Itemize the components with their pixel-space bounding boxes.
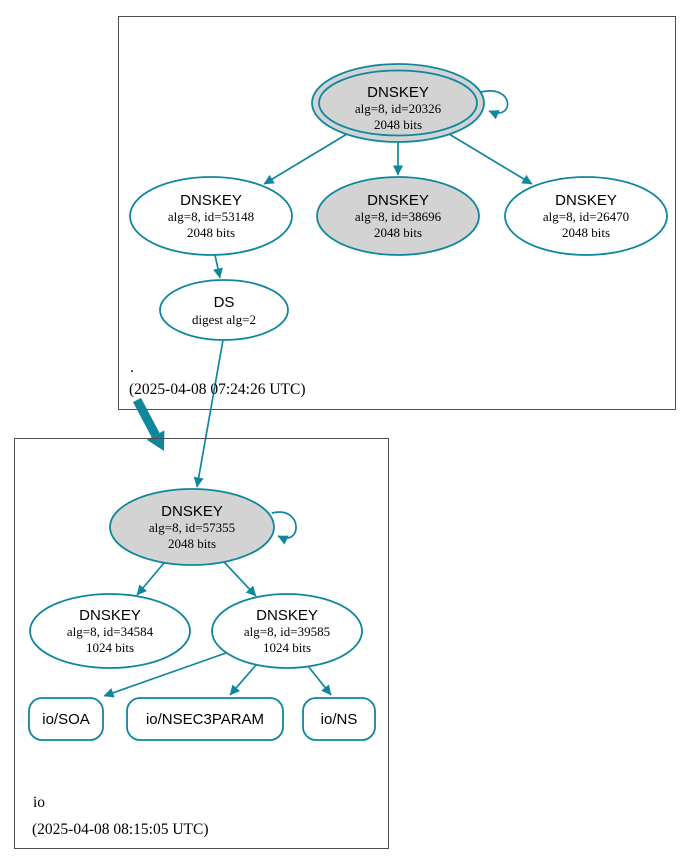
root-dnskey-53148-node[interactable]: DNSKEY alg=8, id=53148 2048 bits (129, 176, 293, 256)
io-zone-timestamp: (2025-04-08 08:15:05 UTC) (32, 821, 209, 838)
root-dnskey-38696-node[interactable]: DNSKEY alg=8, id=38696 2048 bits (316, 176, 480, 256)
root-dnskey-26470-ellipse (504, 176, 668, 256)
node-bits: 2048 bits (187, 225, 235, 240)
edge-root-ksk-to-26470 (448, 133, 533, 185)
io-dnskey-39585-ellipse (211, 593, 363, 669)
node-algid: alg=8, id=57355 (149, 520, 235, 535)
io-soa-rrset-node[interactable]: io/SOA (28, 697, 104, 741)
io-ksk-dnskey-node[interactable]: DNSKEY alg=8, id=57355 2048 bits (109, 488, 275, 566)
root-zone-timestamp: (2025-04-08 07:24:26 UTC) (129, 381, 306, 398)
edge-ds-to-io-ksk (193, 339, 224, 488)
node-title: DNSKEY (79, 607, 141, 624)
node-algid: alg=8, id=26470 (543, 209, 629, 224)
edge-root-ksk-self-loop (480, 90, 509, 120)
edge-io-ksk-to-39585 (223, 561, 257, 597)
io-ns-rect (302, 697, 376, 741)
delegation-arrow-root-to-io (133, 397, 165, 451)
rrset-label: io/NS (321, 711, 358, 728)
edge-39585-to-nsec3param (229, 664, 257, 696)
io-dnskey-34584-node[interactable]: DNSKEY alg=8, id=34584 1024 bits (29, 593, 191, 669)
root-ds-ellipse (159, 279, 289, 341)
node-title: DNSKEY (256, 607, 318, 624)
edge-io-ksk-to-34584 (136, 562, 165, 596)
root-dnskey-53148-ellipse (129, 176, 293, 256)
node-algid: alg=8, id=38696 (355, 209, 442, 224)
io-dnskey-34584-ellipse (29, 593, 191, 669)
io-soa-rect (28, 697, 104, 741)
edge-39585-to-ns (307, 665, 332, 696)
root-ksk-dnskey-node[interactable]: DNSKEY alg=8, id=20326 2048 bits (311, 63, 485, 143)
io-zone-label: io (33, 794, 45, 811)
io-dnskey-39585-node[interactable]: DNSKEY alg=8, id=39585 1024 bits (211, 593, 363, 669)
node-bits: 2048 bits (374, 225, 422, 240)
io-ns-rrset-node[interactable]: io/NS (302, 697, 376, 741)
node-algid: alg=8, id=34584 (67, 624, 154, 639)
io-ksk-ellipse (109, 488, 275, 566)
node-bits: 2048 bits (562, 225, 610, 240)
io-nsec3param-rrset-node[interactable]: io/NSEC3PARAM (126, 697, 284, 741)
node-algid: alg=8, id=20326 (355, 101, 442, 116)
node-title: DNSKEY (367, 192, 429, 209)
edge-io-ksk-self-loop (271, 511, 297, 545)
node-bits: 1024 bits (86, 640, 134, 655)
rrset-label: io/SOA (42, 711, 90, 728)
rrset-label: io/NSEC3PARAM (146, 711, 264, 728)
io-zone-cluster-box (14, 438, 389, 849)
root-dnskey-38696-ellipse (316, 176, 480, 256)
root-ds-node[interactable]: DS digest alg=2 (159, 279, 289, 341)
node-title: DNSKEY (367, 84, 429, 101)
node-title: DNSKEY (555, 192, 617, 209)
root-zone-cluster-box (118, 16, 676, 410)
node-title: DNSKEY (161, 503, 223, 520)
node-algid: digest alg=2 (192, 312, 256, 327)
root-ksk-inner-ring (318, 69, 478, 137)
node-bits: 1024 bits (263, 640, 311, 655)
node-title: DS (214, 294, 235, 311)
edge-53148-to-ds (213, 254, 223, 279)
edge-root-ksk-to-53148 (263, 133, 348, 185)
root-dnskey-26470-node[interactable]: DNSKEY alg=8, id=26470 2048 bits (504, 176, 668, 256)
root-ksk-outer-ellipse (311, 63, 485, 143)
io-nsec3param-rect (126, 697, 284, 741)
node-algid: alg=8, id=39585 (244, 624, 330, 639)
node-bits: 2048 bits (374, 117, 422, 132)
node-bits: 2048 bits (168, 536, 216, 551)
node-algid: alg=8, id=53148 (168, 209, 254, 224)
node-title: DNSKEY (180, 192, 242, 209)
edge-39585-to-soa (103, 652, 227, 698)
root-zone-label: . (130, 359, 134, 376)
